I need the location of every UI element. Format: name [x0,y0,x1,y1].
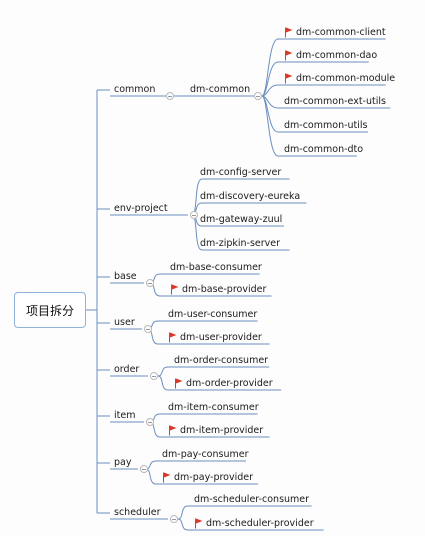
flag-icon [169,332,177,343]
leaf-node[interactable]: dm-common-module [296,73,396,84]
leaf-node[interactable]: dm-common-dao [296,50,378,61]
flag-icon [171,284,179,295]
leaf-node[interactable]: dm-scheduler-consumer [194,494,310,505]
leaf-node[interactable]: dm-common-ext-utils [284,96,386,107]
collapse-toggle-icon[interactable] [140,465,148,473]
leaf-node[interactable]: dm-common-client [296,27,386,38]
leaf-node[interactable]: dm-discovery-eureka [200,191,301,202]
collapse-toggle-icon[interactable] [146,279,154,287]
flag-icon [195,518,203,529]
leaf-node[interactable]: dm-base-provider [182,284,267,295]
collapse-toggle-icon[interactable] [190,211,198,219]
connector [261,61,279,97]
module-node-scheduler[interactable]: scheduler [114,507,161,518]
leaf-node[interactable]: dm-config-server [200,167,282,178]
connector [145,468,157,485]
flag-icon [163,472,171,483]
module-node-base[interactable]: base [114,271,137,282]
connector [261,38,279,97]
collapse-toggle-icon[interactable] [170,515,178,523]
module-node-env-project[interactable]: env-project [114,203,168,214]
collapse-toggle-icon[interactable] [150,372,158,380]
flag-icon [285,27,293,38]
module-node-common[interactable]: common [114,84,156,95]
leaf-node[interactable]: dm-pay-consumer [162,449,249,460]
connector [177,518,189,531]
leaf-node[interactable]: dm-zipkin-server [200,238,281,249]
root-label: 项目拆分 [25,303,74,318]
connector [261,84,279,97]
leaf-node[interactable]: dm-pay-provider [174,472,254,483]
leaf-node[interactable]: dm-user-provider [180,332,262,343]
submodule-node-dm-common[interactable]: dm-common [190,84,251,95]
leaf-node[interactable]: dm-item-provider [180,425,264,436]
module-node-user[interactable]: user [114,317,135,328]
flag-icon [169,425,177,436]
collapse-toggle-icon[interactable] [254,92,262,100]
flag-icon [175,378,183,389]
root-node[interactable]: 项目拆分 [14,292,86,328]
connector [261,95,279,157]
leaf-node[interactable]: dm-user-consumer [168,309,258,320]
connector [157,375,169,391]
leaf-node[interactable]: dm-gateway-zuul [200,214,283,225]
collapse-toggle-icon[interactable] [166,92,174,100]
collapse-toggle-icon[interactable] [144,325,152,333]
flag-icon [285,73,293,84]
leaf-node[interactable]: dm-item-consumer [168,402,259,413]
collapse-toggle-icon[interactable] [146,418,154,426]
module-node-order[interactable]: order [114,364,140,375]
module-node-pay[interactable]: pay [114,457,132,468]
leaf-node[interactable]: dm-base-consumer [170,262,262,273]
leaf-node[interactable]: dm-order-consumer [174,355,269,366]
leaf-node[interactable]: dm-common-dto [284,144,364,155]
connector [177,505,189,520]
module-node-item[interactable]: item [114,410,136,421]
leaf-node[interactable]: dm-order-provider [186,378,273,389]
leaf-node[interactable]: dm-scheduler-provider [206,518,314,529]
flag-icon [285,50,293,61]
connector [157,366,169,377]
leaf-node[interactable]: dm-common-utils [284,120,368,131]
